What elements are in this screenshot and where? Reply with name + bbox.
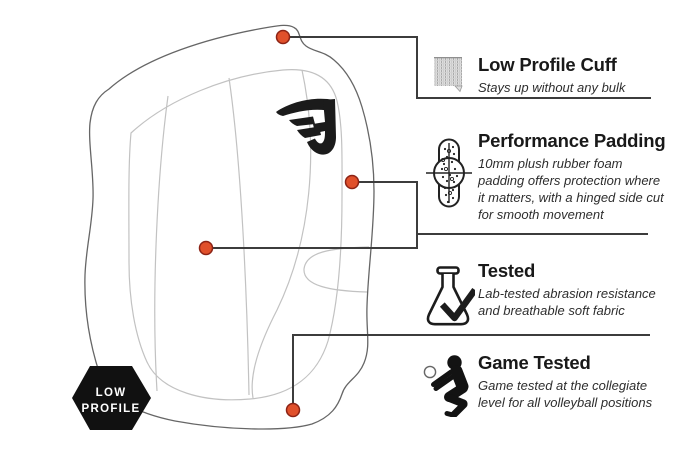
- knee-pad-outline: [84, 24, 375, 430]
- callout-title: Game Tested: [478, 352, 591, 373]
- padding-seam-middle: [228, 77, 250, 396]
- marker-dot-game: [285, 402, 301, 418]
- callout-description: Game tested at the collegiate level for …: [478, 378, 653, 411]
- callout-title: Low Profile Cuff: [478, 54, 617, 75]
- badge-text-line1: LOW: [96, 387, 127, 399]
- marker-dot-cuff: [275, 29, 291, 45]
- callout-performance-padding: Performance Padding 10mm plush rubber fo…: [420, 130, 670, 224]
- knit-fabric-swatch-icon: [434, 57, 463, 93]
- inner-cuff-seam: [128, 69, 343, 401]
- padding-seam-left: [154, 95, 169, 392]
- connector-padding: [212, 181, 648, 249]
- callout-game-tested: Game Tested Game tested at the collegiat…: [420, 352, 670, 417]
- connector-cuff: [289, 36, 651, 99]
- callout-title: Tested: [478, 260, 536, 281]
- foam-padding-cross-section-icon: [426, 138, 472, 208]
- callout-tested: Tested Lab-tested abrasion resistance an…: [420, 260, 670, 326]
- winged-j-logo-icon: [276, 98, 336, 155]
- lab-flask-checkmark-icon: [426, 266, 475, 326]
- callout-description: Stays up without any bulk: [478, 80, 626, 95]
- low-profile-badge: LOW PROFILE: [72, 366, 151, 430]
- marker-dot-padding-lower: [198, 240, 214, 256]
- badge-text-line2: PROFILE: [82, 403, 141, 415]
- connector-game-tested: [292, 334, 650, 404]
- marker-dot-padding-upper: [344, 174, 360, 190]
- volleyball-player-icon: [423, 355, 469, 417]
- callout-description: 10mm plush rubber foam padding offers pr…: [478, 156, 664, 223]
- callout-low-profile-cuff: Low Profile Cuff Stays up without any bu…: [420, 54, 670, 96]
- callout-description: Lab-tested abrasion resistance and breat…: [478, 286, 656, 319]
- callout-title: Performance Padding: [478, 130, 666, 151]
- hinged-side-cut-seam: [303, 246, 370, 293]
